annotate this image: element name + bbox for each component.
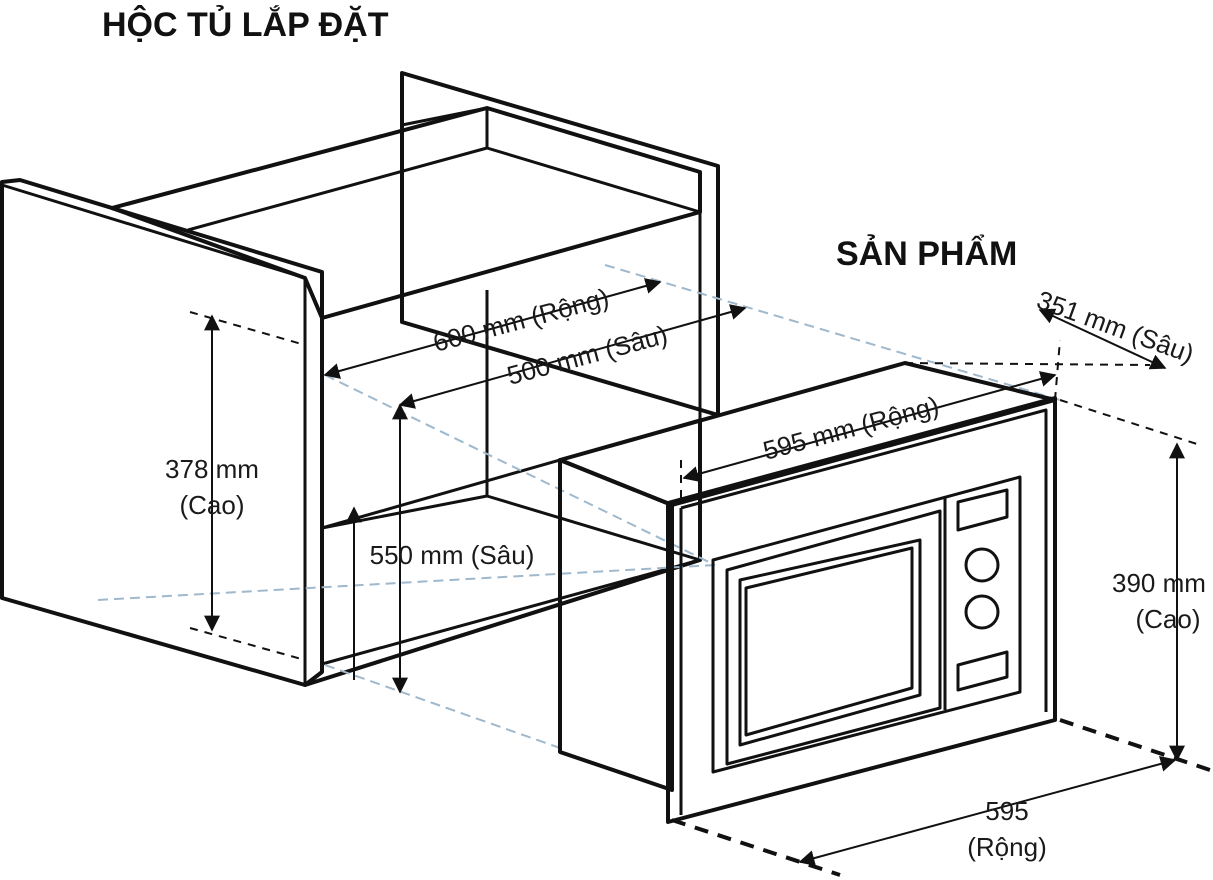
cabinet-depth-bottom-label: 550 mm (Sâu) [370, 540, 535, 570]
cabinet-drawing [0, 71, 720, 687]
microwave-window-inner [744, 546, 914, 737]
microwave-door [725, 509, 942, 766]
cabinet-back-panel-edge [400, 73, 489, 148]
cabinet-dimensions [189, 278, 747, 694]
product-depth-arrow [1038, 308, 1167, 370]
product-dimensions [671, 308, 1211, 877]
product-width-top-arrow [682, 371, 1057, 482]
product-depth-label: 351 mm (Sâu) [1033, 284, 1198, 369]
product-height-unit: (Cao) [1135, 604, 1200, 634]
cabinet-height-value: 378 mm [165, 454, 259, 484]
product-height-ext-top [1059, 399, 1201, 446]
product-depth-ext-right [1054, 339, 1061, 401]
cabinet-shelf-front-edge [187, 146, 701, 232]
product-width-bottom-arrow [798, 756, 1177, 866]
cabinet-height-ext-top [189, 311, 306, 346]
microwave-display [956, 488, 1009, 532]
cabinet-heading: HỘC TỦ LẮP ĐẶT [102, 5, 389, 44]
product-width-bottom-ext [671, 818, 841, 877]
product-heading: SẢN PHẨM [836, 235, 1017, 273]
cabinet-top-shelf [110, 106, 702, 320]
cabinet-floor-back [321, 494, 701, 562]
microwave-knob-1 [964, 547, 1000, 583]
cabinet-side-panel [0, 178, 324, 687]
microwave-side-face [558, 458, 674, 792]
cabinet-side-panel-top-edge [1, 183, 306, 280]
product-width-bottom-value: 595 [985, 796, 1028, 826]
cabinet-height-ext-bottom [189, 627, 306, 661]
product-width-bottom-unit: (Rộng) [967, 832, 1046, 862]
microwave-knob-2 [964, 594, 1000, 630]
microwave-bottom-button [956, 650, 1009, 692]
product-height-ext-bottom [1059, 718, 1211, 772]
product-height-value: 390 mm [1112, 568, 1206, 598]
product-depth-ext-left [904, 362, 1151, 366]
microwave-front-panel [711, 475, 1022, 774]
cabinet-bottom-inner [321, 558, 701, 666]
cabinet-height-unit: (Cao) [179, 490, 244, 520]
cabinet-depth-top-arrow [398, 304, 747, 409]
microwave-window [738, 538, 922, 747]
